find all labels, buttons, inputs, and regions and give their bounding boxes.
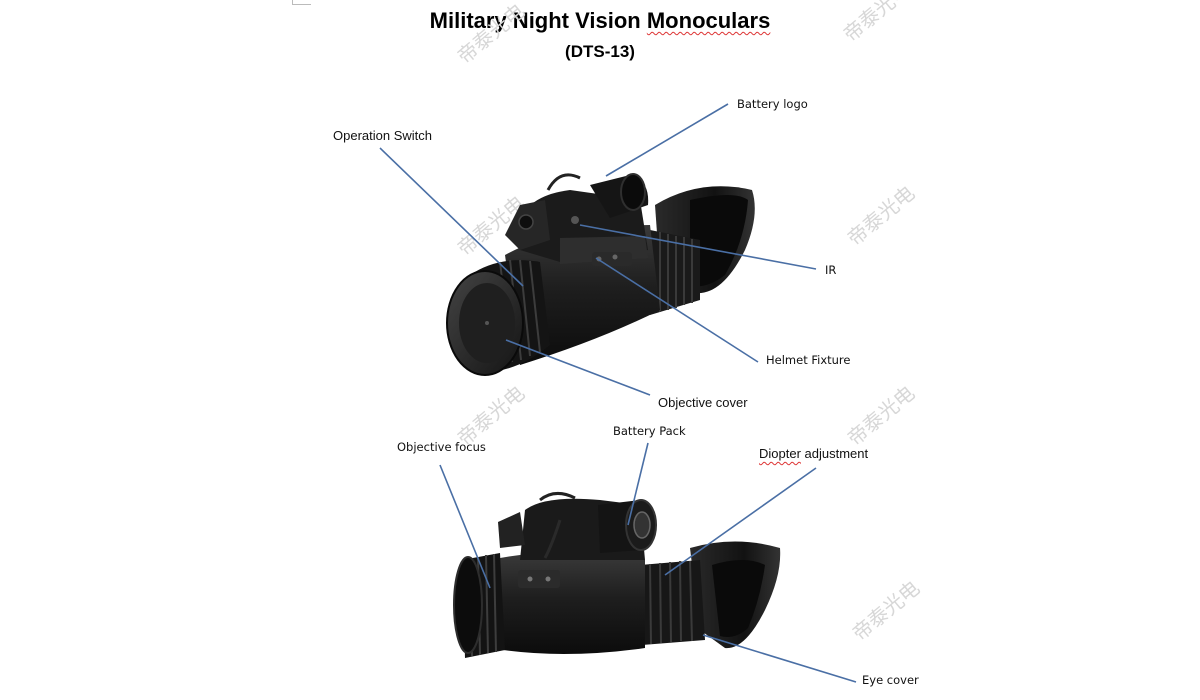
callout-objective-focus: Objective focus (397, 440, 486, 454)
monocular-side-view (453, 492, 781, 658)
leader-objective-focus (439, 464, 491, 589)
title-word-monoculars: Monoculars (646, 8, 771, 33)
leader-operation-switch (379, 147, 524, 287)
leader-lines (379, 103, 857, 683)
leader-helmet-fixture (595, 257, 759, 363)
monocular-top-view (446, 173, 755, 376)
leader-objective-cover (505, 339, 651, 396)
page-corner-mark (292, 0, 311, 5)
leader-eye-cover (702, 634, 857, 683)
callout-diopter-adjustment: Diopter adjustment (759, 446, 868, 461)
leader-battery-pack (627, 442, 649, 526)
title-prefix: Military Night Vision (429, 8, 647, 33)
leader-diopter-adjustment (664, 467, 817, 576)
callout-battery-pack: Battery Pack (613, 424, 686, 438)
callout-operation-switch: Operation Switch (333, 128, 432, 143)
diopter-word: Diopter (759, 446, 801, 461)
page-title: Military Night Vision Monoculars (0, 8, 1200, 34)
leader-ir (579, 224, 817, 270)
callout-battery-logo: Battery logo (737, 97, 808, 111)
leader-battery-logo (605, 103, 729, 177)
callout-objective-cover: Objective cover (658, 395, 748, 410)
callout-ir: IR (825, 263, 837, 277)
model-subtitle: (DTS-13) (565, 42, 635, 61)
callout-helmet-fixture: Helmet Fixture (766, 353, 851, 367)
callout-eye-cover: Eye cover (862, 673, 919, 687)
adjustment-word: adjustment (800, 446, 869, 461)
